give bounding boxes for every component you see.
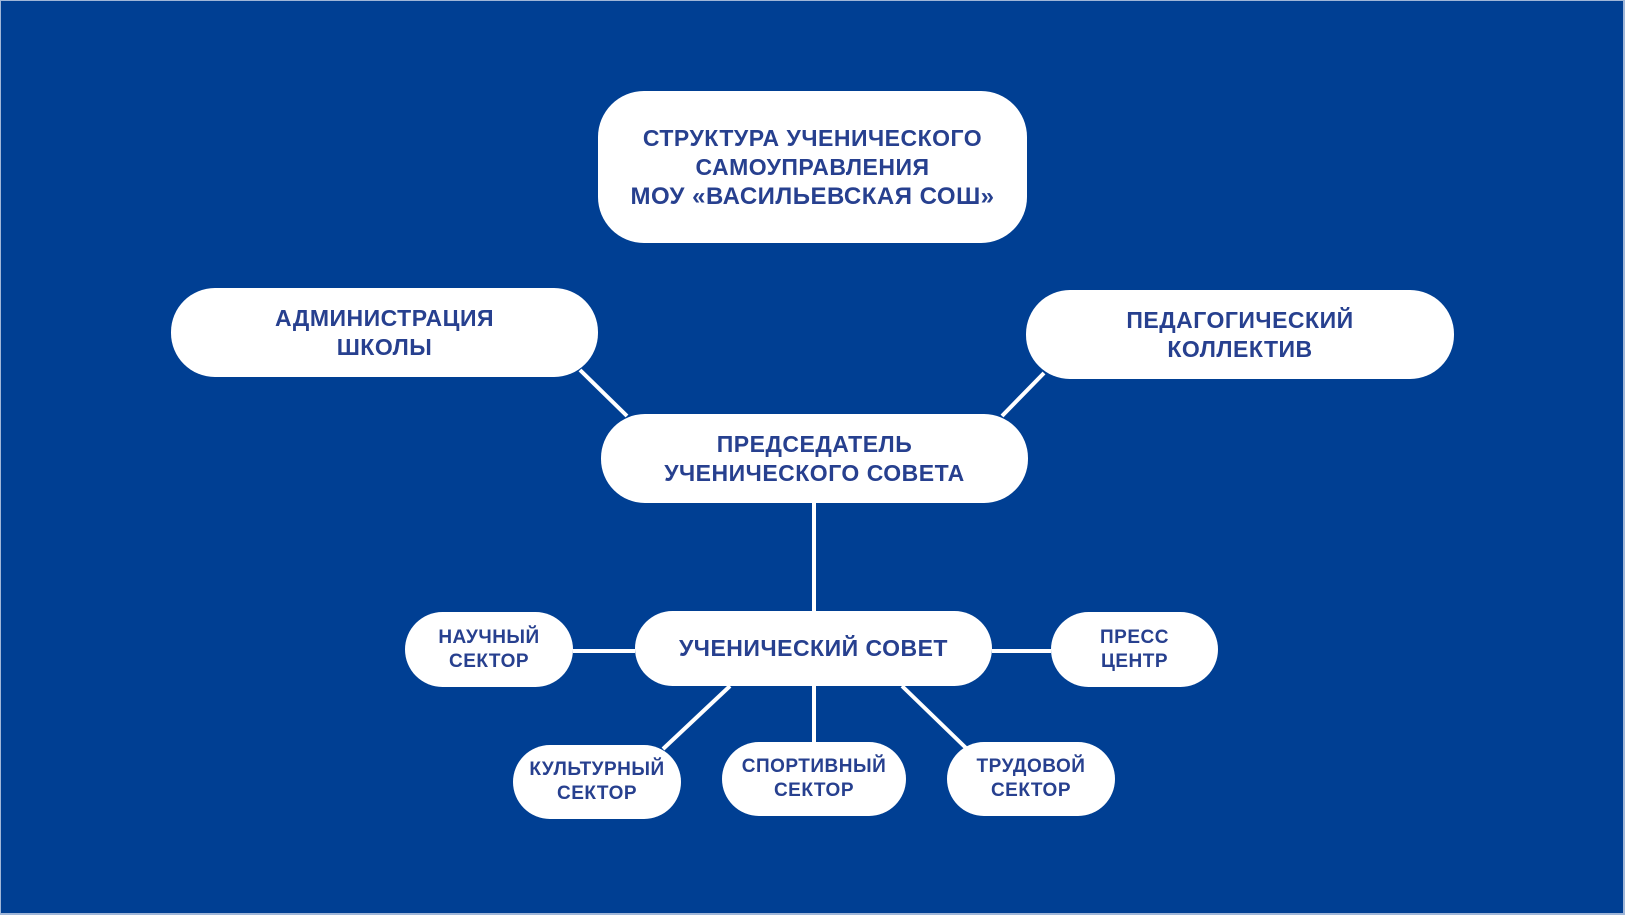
node-administration: АДМИНИСТРАЦИЯ ШКОЛЫ (171, 288, 598, 377)
connector-council-culture (661, 684, 732, 751)
connector-council-labor (900, 684, 968, 750)
node-label: ТРУДОВОЙ СЕКТОР (976, 756, 1086, 801)
title-line1: СТРУКТУРА УЧЕНИЧЕСКОГО САМОУПРАВЛЕНИЯ (642, 124, 983, 180)
node-pedagogical: ПЕДАГОГИЧЕСКИЙ КОЛЛЕКТИВ (1026, 290, 1454, 379)
node-label: СПОРТИВНЫЙ СЕКТОР (741, 756, 887, 801)
node-labor: ТРУДОВОЙ СЕКТОР (947, 742, 1115, 816)
node-label: КУЛЬТУРНЫЙ СЕКТОР (529, 759, 665, 804)
node-sport: СПОРТИВНЫЙ СЕКТОР (722, 742, 906, 816)
node-council: УЧЕНИЧЕСКИЙ СОВЕТ (635, 611, 992, 686)
node-label: УЧЕНИЧЕСКИЙ СОВЕТ (679, 635, 948, 661)
node-label: ПЕДАГОГИЧЕСКИЙ КОЛЛЕКТИВ (1126, 306, 1354, 362)
node-label: ПРЕСС ЦЕНТР (1100, 626, 1169, 672)
title-line2: МОУ «ВАСИЛЬЕВСКАЯ СОШ» (630, 182, 995, 210)
connector-admin-chair (578, 368, 629, 418)
title-box: СТРУКТУРА УЧЕНИЧЕСКОГО САМОУПРАВЛЕНИЯ МО… (598, 91, 1027, 243)
node-label: ПРЕДСЕДАТЕЛЬ УЧЕНИЧЕСКОГО СОВЕТА (664, 430, 965, 486)
node-label: НАУЧНЫЙ СЕКТОР (438, 626, 540, 672)
node-culture: КУЛЬТУРНЫЙ СЕКТОР (513, 745, 681, 819)
connector-ped-chair (1000, 371, 1046, 418)
node-science: НАУЧНЫЙ СЕКТОР (405, 612, 573, 687)
node-chairman: ПРЕДСЕДАТЕЛЬ УЧЕНИЧЕСКОГО СОВЕТА (601, 414, 1028, 503)
node-press: ПРЕСС ЦЕНТР (1051, 612, 1218, 687)
node-label: АДМИНИСТРАЦИЯ ШКОЛЫ (274, 304, 495, 360)
